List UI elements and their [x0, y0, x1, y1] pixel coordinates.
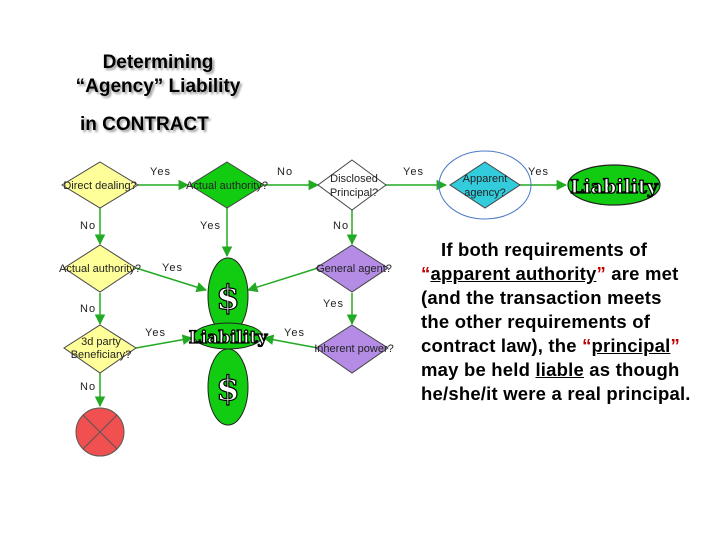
edge-inherent-to-liability [262, 334, 319, 349]
node-third-party-label-2: Beneficiary? [71, 349, 132, 361]
node-apparent-label-2: agency? [464, 187, 506, 199]
liability-mid-label: Liability [189, 328, 269, 348]
quote-open-1: “ [421, 263, 431, 284]
edge-label-no-3: No [333, 220, 349, 232]
edge-label-yes-3: Yes [528, 166, 549, 178]
node-direct-dealing-label: Direct dealing? [63, 180, 136, 192]
quote-close-2: ” [670, 335, 680, 356]
edge-label-yes-5: Yes [162, 262, 183, 274]
node-disclosed-label-2: Principal? [330, 187, 378, 199]
liability-top-label: Liability [570, 176, 659, 198]
edge-thirdparty-to-liability [135, 334, 194, 349]
edge-label-no-4: No [80, 303, 96, 315]
edge-label-no-1: No [277, 166, 293, 178]
node-disclosed-principal: Disclosed Principal? [317, 159, 387, 211]
node-liability-top: Liability [567, 164, 661, 206]
node-apparent-agency: Apparent agency? [438, 150, 532, 220]
node-actual-authority-2: Actual authority? [59, 244, 141, 293]
node-actual-authority-1: Actual authority? [186, 161, 268, 209]
term-apparent-authority: apparent authority [430, 263, 597, 284]
edge-label-yes-8: Yes [284, 327, 305, 339]
node-liability-mid: Liability [188, 322, 269, 350]
edge-label-no-5: No [80, 381, 96, 393]
node-direct-dealing: Direct dealing? [61, 161, 139, 209]
edge-label-no-2: No [80, 220, 96, 232]
term-liable: liable [535, 359, 584, 380]
para-text-3: may be held [421, 359, 536, 380]
para-text-1: If both requirements of [441, 239, 648, 260]
node-actual-authority-2-label: Actual authority? [59, 263, 141, 275]
quote-open-2: “ [582, 335, 592, 356]
para-text-2: are met (and the transaction meets the o… [421, 263, 679, 356]
node-third-party-label-1: 3d party [81, 336, 121, 348]
edge-label-yes-2: Yes [403, 166, 424, 178]
quote-close-1: ” [596, 263, 606, 284]
node-apparent-label-1: Apparent [463, 173, 508, 185]
node-disclosed-label-1: Disclosed [330, 173, 378, 185]
term-principal: principal [591, 335, 671, 356]
edge-label-yes-4: Yes [200, 220, 221, 232]
explanation-paragraph: If both requirements of “apparent author… [421, 238, 691, 406]
node-general-agent-label: General agent? [316, 263, 392, 275]
node-no-liability [75, 407, 125, 457]
edge-label-yes-7: Yes [145, 327, 166, 339]
node-inherent-power-label: Inherent power? [314, 343, 394, 355]
node-general-agent: General agent? [315, 244, 392, 293]
dollar-1-label: $ [216, 278, 240, 318]
node-dollar-2: $ [207, 348, 249, 426]
edge-general-to-dollar [246, 267, 319, 293]
edge-label-yes-6: Yes [323, 298, 344, 310]
node-inherent-power: Inherent power? [314, 324, 394, 374]
para-text-4: as though he/she/it were a real principa… [421, 359, 691, 404]
title-line-3: in CONTRACT [80, 114, 209, 135]
title-line-2: “Agency” Liability [75, 76, 241, 97]
node-dollar-1: $ [207, 257, 249, 335]
edge-actual2-to-dollar [135, 267, 208, 293]
title-line-1: Determining [102, 52, 214, 73]
node-third-party-beneficiary: 3d party Beneficiary? [63, 324, 137, 374]
edge-label-yes-1: Yes [150, 166, 171, 178]
node-actual-authority-1-label: Actual authority? [186, 180, 268, 192]
dollar-2-label: $ [216, 369, 240, 409]
